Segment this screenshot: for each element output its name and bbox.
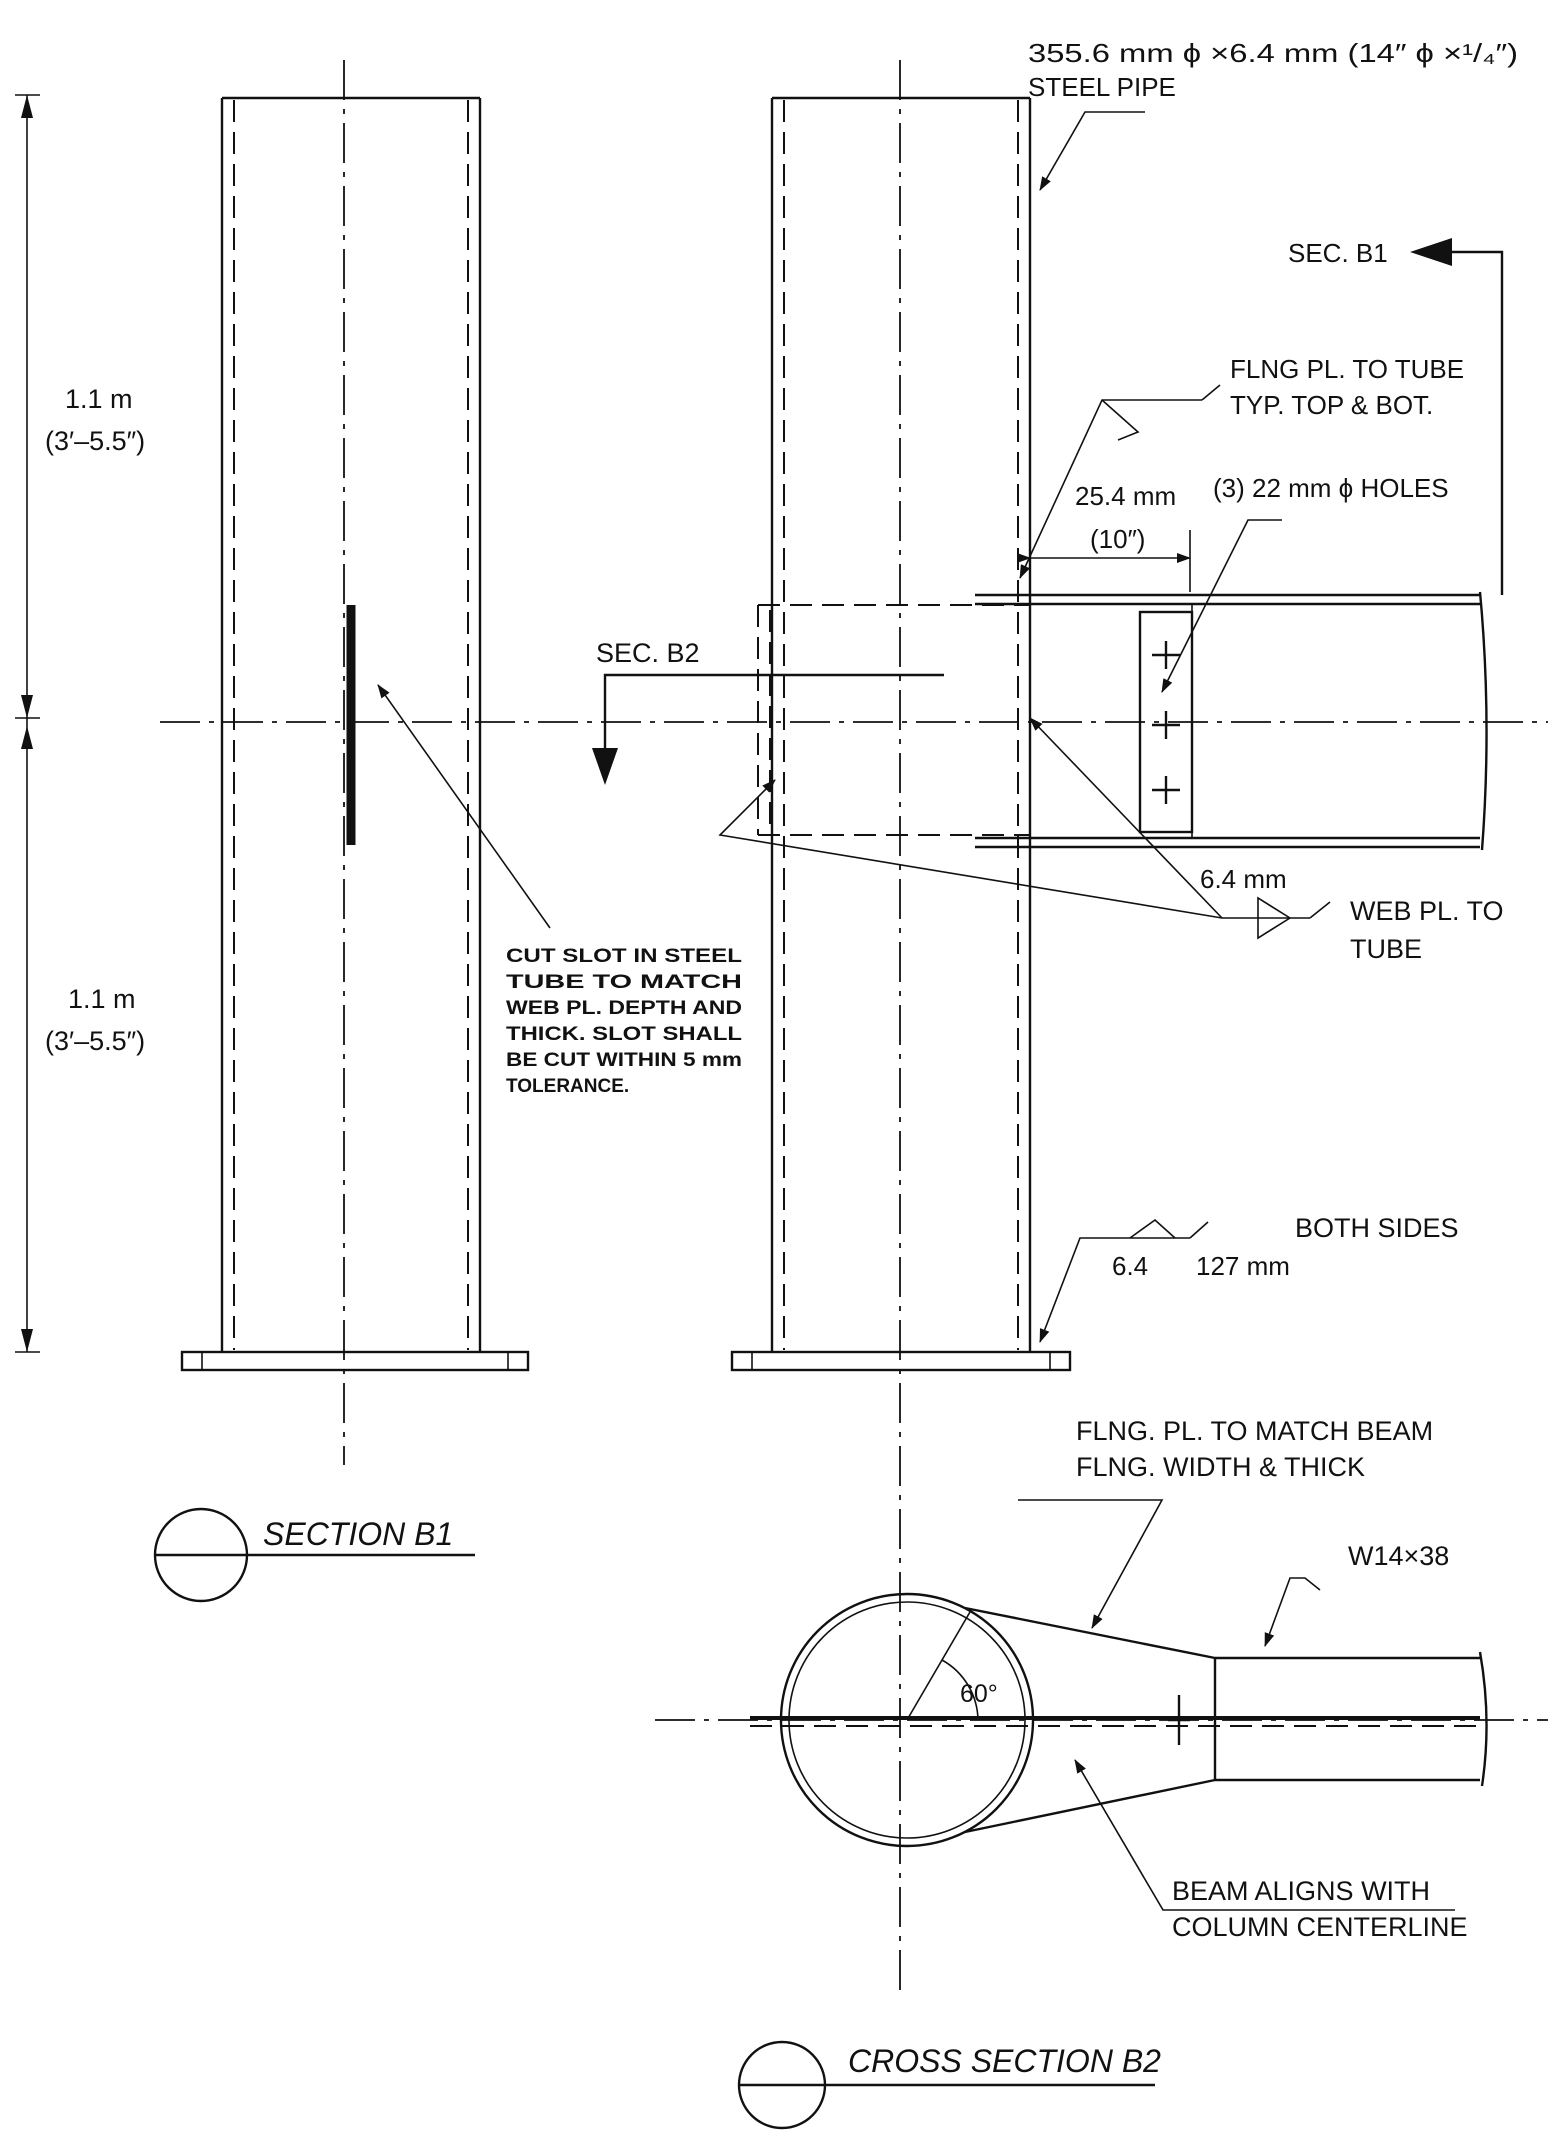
holes-label: (3) 22 mm ϕ HOLES bbox=[1213, 473, 1449, 503]
angle-arc bbox=[941, 1659, 979, 1721]
section-b2-title: CROSS SECTION B2 bbox=[848, 2043, 1161, 2079]
slot-note-line-6: TOLERANCE. bbox=[506, 1076, 629, 1097]
dim-lower-ftin: (3′–5.5″) bbox=[45, 1026, 145, 1056]
align-note-2: COLUMN CENTERLINE bbox=[1172, 1912, 1468, 1942]
flange-weld-note-2: TYP. TOP & BOT. bbox=[1230, 390, 1433, 420]
beam-label-leader bbox=[1264, 1577, 1321, 1647]
beam-size-label: W14×38 bbox=[1348, 1541, 1449, 1571]
fillet-weld-symbol bbox=[1257, 896, 1291, 919]
base-weld-length: 127 mm bbox=[1196, 1251, 1290, 1281]
dim-upper-ftin: (3′–5.5″) bbox=[45, 426, 145, 456]
base-weld-leader bbox=[1039, 1237, 1190, 1343]
weld-size-label: 6.4 mm bbox=[1200, 864, 1287, 894]
align-note-leader bbox=[1074, 1759, 1455, 1911]
flange-match-leader bbox=[1018, 1499, 1164, 1629]
angle-ray bbox=[906, 1611, 971, 1721]
slot-note: CUT SLOT IN STEEL TUBE TO MATCH WEB PL. … bbox=[506, 946, 742, 1097]
flange-dim-mm: 25.4 mm bbox=[1075, 481, 1176, 511]
flange-dim-in: (10″) bbox=[1090, 524, 1145, 554]
flange-match-note-1: FLNG. PL. TO MATCH BEAM bbox=[1076, 1416, 1433, 1446]
column-elevation-view bbox=[592, 60, 1504, 1990]
slot-note-line-2: TUBE TO MATCH bbox=[506, 972, 742, 993]
base-weld-size: 6.4 bbox=[1112, 1251, 1148, 1281]
pipe-size-label: 355.6 mm ϕ ×6.4 mm (14″ ϕ ×¹/₄″) bbox=[1028, 38, 1518, 68]
slot-note-leader bbox=[377, 684, 551, 929]
slot-note-line-5: BE CUT WITHIN 5 mm bbox=[506, 1050, 742, 1071]
section-b1-title: SECTION B1 bbox=[263, 1516, 453, 1552]
sec-b1-arrow bbox=[1448, 250, 1504, 595]
slot-note-line-3: WEB PL. DEPTH AND bbox=[506, 998, 742, 1019]
web-weld-note-1: WEB PL. TO bbox=[1350, 896, 1504, 926]
web-weld-note-2: TUBE bbox=[1350, 934, 1422, 964]
flange-weld-note-1: FLNG PL. TO TUBE bbox=[1230, 354, 1464, 384]
web-weld-leader-2 bbox=[718, 779, 1223, 919]
flange-plate-top-edge bbox=[964, 1606, 1216, 1660]
angle-label: 60° bbox=[960, 1680, 998, 1708]
sec-b2-label: SEC. B2 bbox=[596, 638, 700, 668]
flange-match-note-2: FLNG. WIDTH & THICK bbox=[1076, 1452, 1365, 1482]
slot-note-line-4: THICK. SLOT SHALL bbox=[506, 1024, 742, 1045]
web-weld-leader-1 bbox=[1029, 717, 1223, 919]
pipe-type-label: STEEL PIPE bbox=[1028, 72, 1176, 102]
holes-leader bbox=[1161, 519, 1282, 693]
align-note-1: BEAM ALIGNS WITH bbox=[1172, 1876, 1430, 1906]
base-plate bbox=[730, 1350, 1072, 1372]
sec-b1-label: SEC. B1 bbox=[1288, 238, 1388, 268]
slot-note-line-1: CUT SLOT IN STEEL bbox=[506, 946, 742, 967]
beam-break-line bbox=[1478, 591, 1488, 851]
dim-arrow-top bbox=[21, 95, 33, 118]
base-weld-note: BOTH SIDES bbox=[1295, 1213, 1459, 1243]
b1-base-plate bbox=[180, 1350, 530, 1372]
cross-section-b2-view bbox=[655, 1499, 1548, 2130]
section-b1-view bbox=[15, 60, 1548, 1603]
sec-b2-arrow bbox=[603, 673, 944, 755]
dim-upper-m: 1.1 m bbox=[65, 384, 133, 414]
flange-plate-bottom-edge bbox=[964, 1778, 1216, 1834]
dim-lower-m: 1.1 m bbox=[68, 984, 136, 1014]
pipe-leader bbox=[1039, 111, 1145, 191]
bolt-hole-crosses bbox=[1152, 641, 1180, 804]
